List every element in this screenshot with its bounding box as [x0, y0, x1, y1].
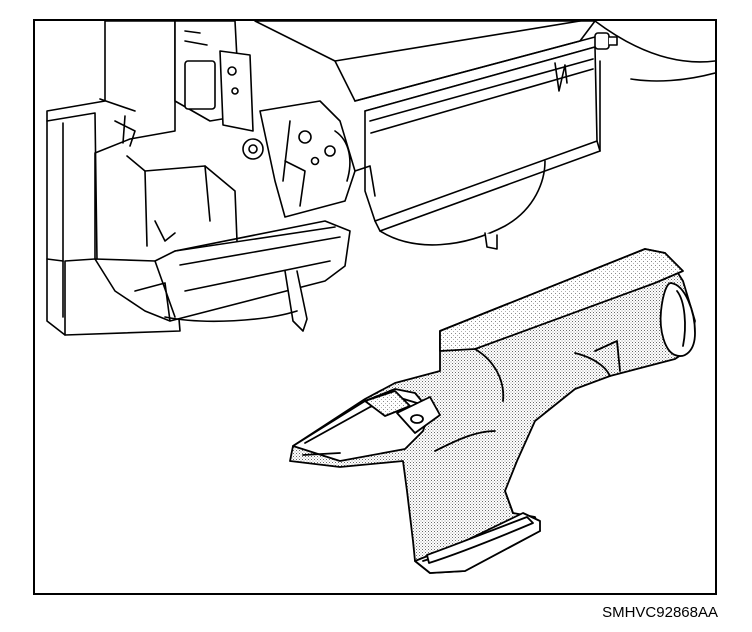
figure-code: SMHVC92868AA — [602, 604, 718, 621]
illustration-frame — [33, 19, 717, 595]
hvac-module-icon — [46, 21, 715, 336]
floor-air-duct-icon — [289, 248, 696, 574]
hvac-floor-duct-illustration — [46, 21, 715, 574]
